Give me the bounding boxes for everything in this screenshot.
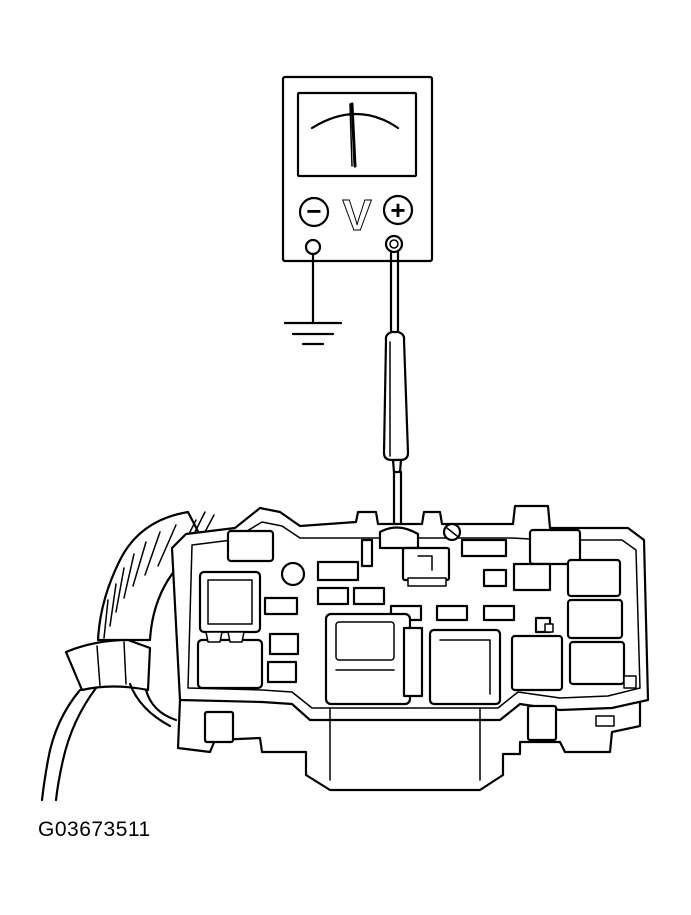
relay-center-right <box>428 628 502 706</box>
negative-symbol: − <box>306 196 321 226</box>
relay-right-4 <box>568 640 626 686</box>
relay-right-2 <box>566 558 622 598</box>
latch-right <box>526 704 558 742</box>
voltmeter-needle-edge <box>349 103 353 167</box>
probed-connector <box>401 546 451 582</box>
voltmeter-dial-window <box>296 91 418 178</box>
probe-icon <box>382 249 410 530</box>
voltmeter-needle <box>350 102 357 168</box>
ground-symbol-icon <box>283 321 343 346</box>
positive-symbol: + <box>390 195 405 225</box>
unit-letter: V <box>342 191 372 240</box>
relay-top-left <box>226 529 275 563</box>
relay-left-lower <box>196 638 264 690</box>
probe-handle <box>382 330 410 462</box>
positive-terminal-icon: + <box>382 194 414 226</box>
wire-harness <box>40 510 215 802</box>
latch-left <box>203 710 235 744</box>
stud <box>280 561 306 587</box>
relay-left-upper <box>198 570 262 634</box>
relay-right-top <box>528 528 582 566</box>
probed-terminal <box>378 526 420 550</box>
negative-terminal-icon: − <box>298 196 330 228</box>
voltmeter-icon: − V + <box>281 75 434 263</box>
ground-lead <box>283 252 343 346</box>
negative-jack <box>304 238 322 256</box>
relay-right-3 <box>566 598 624 640</box>
relay-right-inner <box>510 634 564 692</box>
figure-id-code: G03673511 <box>38 818 151 841</box>
harness-boot <box>64 638 152 692</box>
relay-box-icon <box>170 504 650 792</box>
voltmeter-scale-arc <box>310 112 400 130</box>
